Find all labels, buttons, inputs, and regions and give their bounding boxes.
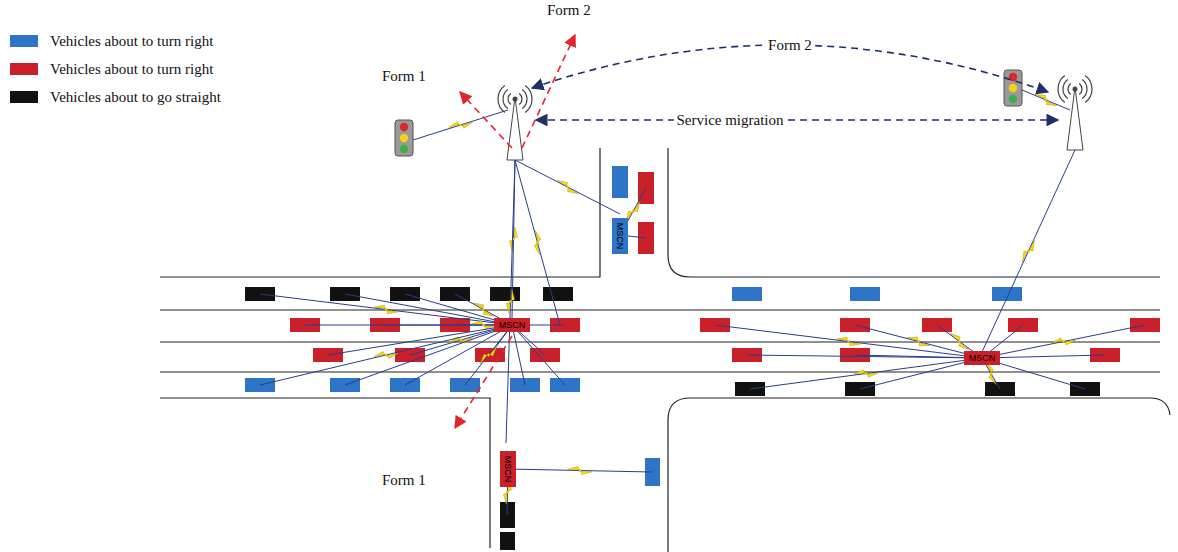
wireless-link [260, 325, 512, 385]
wireless-link [747, 355, 982, 358]
wireless-link [715, 325, 982, 358]
legend-text: Vehicles about to go straight [50, 89, 221, 106]
signal-bolt [471, 300, 496, 318]
signal-bolt [555, 178, 580, 196]
wireless-link [512, 325, 525, 385]
signal-bolt [906, 335, 931, 349]
mscn-vehicle: MSCN [612, 218, 628, 254]
signal-bolt [854, 368, 879, 379]
wireless-link [982, 150, 1075, 352]
legend-swatch [10, 63, 38, 75]
wireless-link [345, 294, 512, 325]
wireless-link [855, 355, 982, 358]
vehicle [850, 287, 880, 301]
node-label: MSCN [969, 354, 996, 363]
signal-bolt [1033, 92, 1058, 109]
signal-bolt [509, 227, 517, 251]
traffic-light [395, 120, 413, 156]
signal-bolt [568, 466, 592, 474]
wireless-link [982, 355, 1105, 358]
wireless-link [385, 325, 512, 326]
node-label: MSCN [616, 223, 625, 250]
form-label: Service migration [674, 112, 785, 129]
signal-bolt [947, 331, 971, 352]
vehicle [992, 287, 1022, 301]
form-label: Form 2 [766, 37, 814, 54]
signal-bolt [1020, 238, 1037, 263]
signal-bolt [374, 304, 399, 315]
form-label: Form 2 [545, 2, 593, 19]
wireless-link [260, 294, 512, 325]
wireless-link [345, 325, 512, 385]
wireless-link [305, 325, 512, 326]
node-label: MSCN [504, 456, 513, 483]
signal-bolt [478, 343, 499, 367]
wireless-link [413, 110, 508, 140]
traffic-light [1004, 70, 1022, 106]
wireless-link [515, 160, 620, 214]
wireless-link [465, 325, 512, 385]
signal-bolt [1051, 335, 1076, 348]
wireless-link [515, 160, 560, 325]
node-label: MSCN [499, 321, 526, 330]
base-station [1058, 75, 1092, 150]
legend-swatch [10, 91, 38, 103]
vehicle [490, 287, 520, 301]
legend-text: Vehicles about to turn right [50, 33, 213, 50]
signal-bolt [448, 118, 473, 133]
wireless-link [1022, 90, 1070, 110]
wireless-link [982, 325, 1145, 358]
vehicle [732, 287, 762, 301]
legend-text: Vehicles about to turn right [50, 61, 213, 78]
signal-bolt [506, 289, 515, 313]
wireless-link [750, 358, 982, 389]
base-station [498, 85, 532, 160]
form-label: Form 1 [380, 472, 428, 489]
mscn-vehicle: MSCN [494, 318, 530, 332]
vehicle [543, 287, 573, 301]
vehicle [500, 532, 515, 550]
mscn-vehicle: MSCN [964, 351, 1000, 365]
signal-bolt [373, 348, 398, 361]
mscn-vehicle: MSCN [500, 451, 516, 487]
wireless-link [855, 325, 982, 358]
legend-swatch [10, 35, 38, 47]
signal-bolt [836, 336, 861, 347]
wireless-link [405, 325, 512, 385]
wireless-link [506, 160, 515, 443]
signal-bolt [530, 230, 544, 255]
wireless-link [512, 325, 565, 385]
form-label: Form 1 [380, 68, 428, 85]
vehicle [612, 166, 628, 198]
